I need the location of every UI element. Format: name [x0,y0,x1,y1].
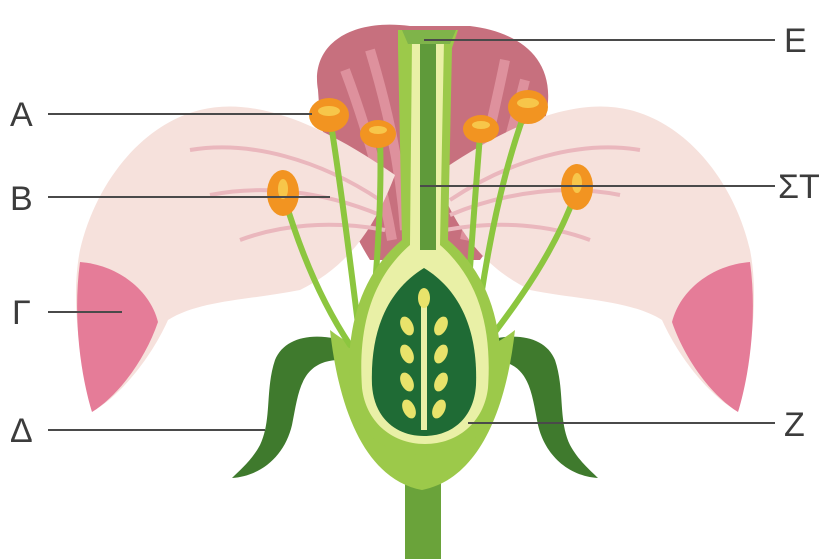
placenta [421,290,427,430]
label-st: ΣΤ [778,168,820,206]
label-e: Ε [784,22,807,60]
label-g: Γ [12,294,31,332]
label-z: Ζ [784,406,805,444]
label-d: Δ [10,412,33,450]
label-b: Β [10,180,33,218]
style [420,40,436,250]
stigma [402,30,456,44]
label-a: Α [10,96,33,134]
